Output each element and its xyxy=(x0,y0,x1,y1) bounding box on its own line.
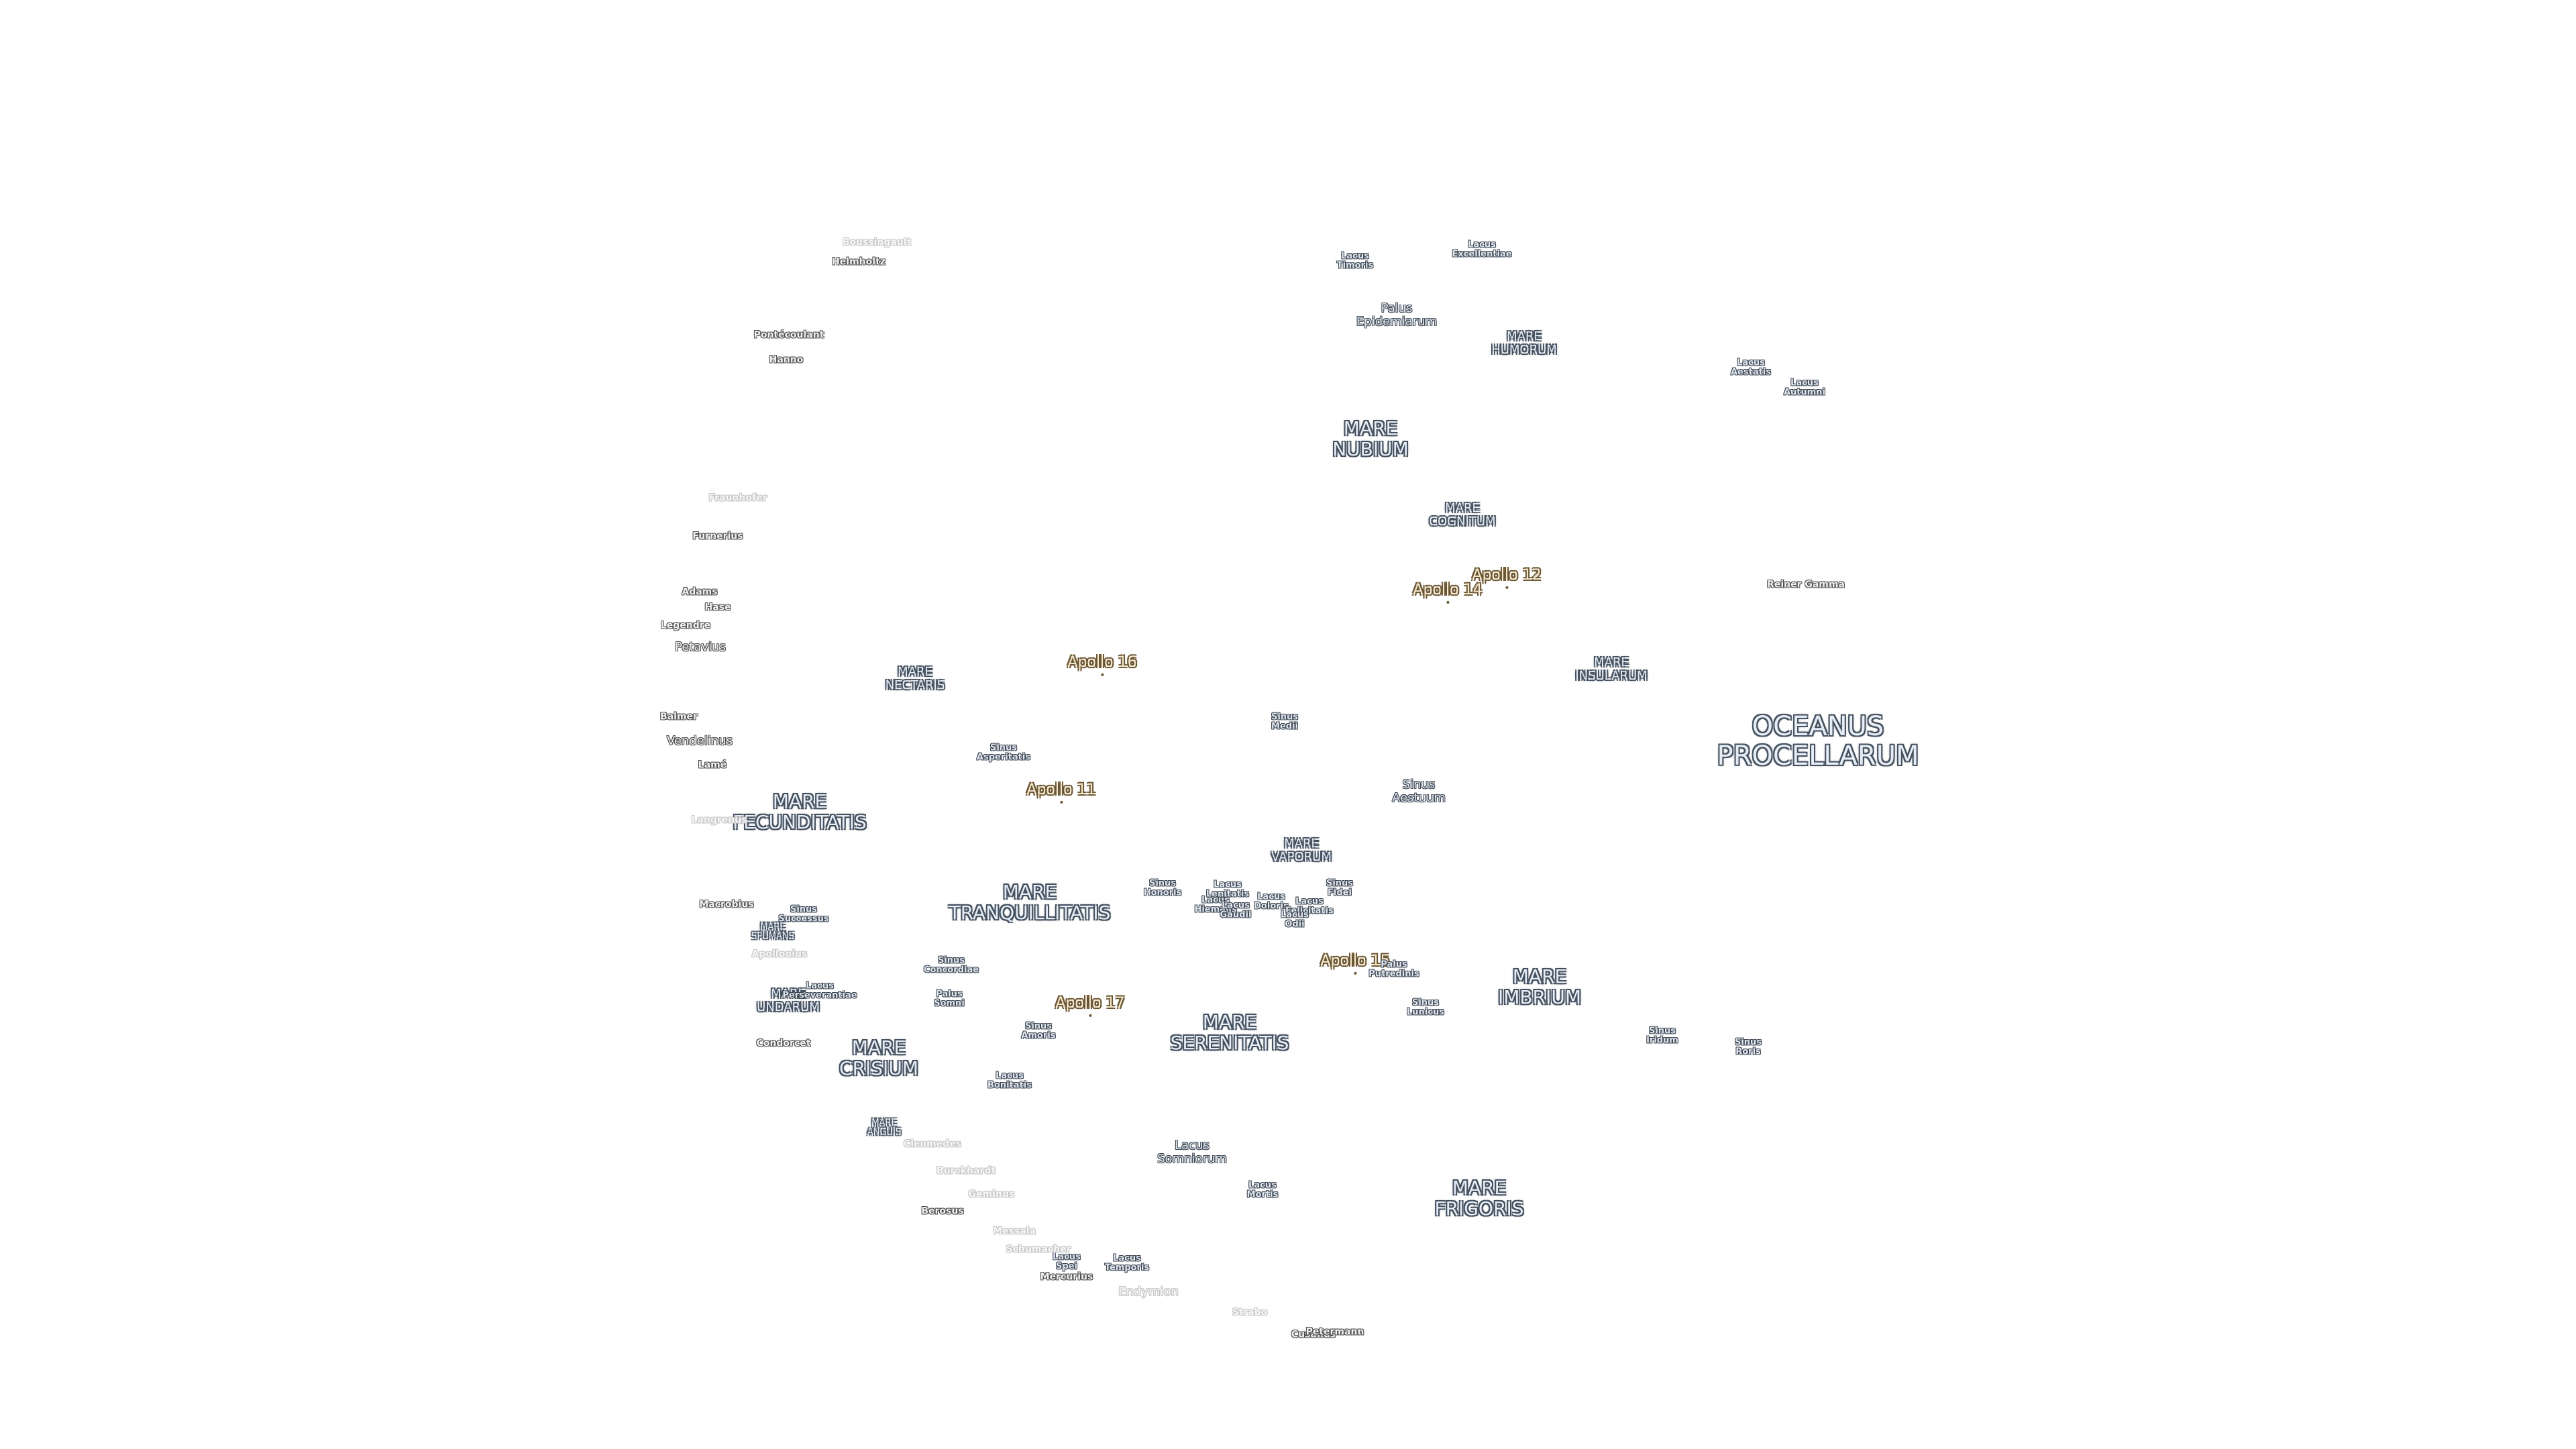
label-palus-putredinis: Palus Putredinis xyxy=(1368,959,1419,979)
label-sinus-iridum: Sinus Iridum xyxy=(1646,1026,1678,1046)
label-reiner-gamma: Reiner Gamma xyxy=(1767,579,1845,590)
label-mare-crisium: MARE CRISIUM xyxy=(839,1036,918,1079)
label-lacus-lenitatis: Lacus Lenitatis xyxy=(1205,879,1250,900)
label-apollo-15: Apollo 15 xyxy=(1320,952,1390,975)
label-lacus-odii: Lacus Odii xyxy=(1281,910,1309,930)
label-mare-spumans: MARE SPUMANS xyxy=(751,922,794,942)
label-legendre: Legendre xyxy=(660,620,711,631)
label-lacus-mortis: Lacus Mortis xyxy=(1246,1180,1279,1200)
label-apollonius: Apollonius xyxy=(751,949,808,960)
label-apollo-16: Apollo 16 xyxy=(1067,653,1137,677)
label-mare-humorum: MARE HUMORUM xyxy=(1491,329,1557,357)
label-mare-frigoris: MARE FRIGORIS xyxy=(1434,1177,1524,1220)
label-mare-vaporum: MARE VAPORUM xyxy=(1271,837,1332,864)
label-messala: Messala xyxy=(993,1226,1036,1237)
label-lacus-timoris: Lacus Timoris xyxy=(1336,251,1374,271)
label-berosus: Berosus xyxy=(921,1205,964,1217)
label-helmholtz: Helmholtz xyxy=(832,256,885,268)
label-apollo-12: Apollo 12 xyxy=(1472,566,1542,590)
label-mare-insularum: MARE INSULARUM xyxy=(1575,655,1648,683)
label-mare-fecunditatis: MARE FECUNDITATIS xyxy=(733,790,867,833)
label-sinus-honoris: Sinus Honoris xyxy=(1143,878,1182,898)
label-petavius: Petavius xyxy=(675,640,726,655)
label-petermann: Petermann xyxy=(1305,1326,1364,1338)
label-sinus-concordiae: Sinus Concordiae xyxy=(923,955,979,975)
label-mare-tranquillitatis: MARE TRANQUILLITATIS xyxy=(949,881,1111,924)
label-sinus-fidei: Sinus Fidei xyxy=(1326,878,1354,898)
label-lacus-temporis: Lacus Temporis xyxy=(1104,1253,1150,1273)
label-mare-imbrium: MARE IMBRIUM xyxy=(1498,965,1581,1008)
label-sinus-roris: Sinus Roris xyxy=(1734,1037,1762,1057)
label-hase: Hase xyxy=(704,602,731,613)
label-sinus-aestuum: Sinus Aestuum xyxy=(1392,777,1446,805)
label-furnerius: Furnerius xyxy=(692,531,743,542)
label-apollo-17: Apollo 17 xyxy=(1055,994,1125,1018)
label-lacus-doloris: Lacus Doloris xyxy=(1254,892,1289,912)
label-sinus-medii: Sinus Medii xyxy=(1271,712,1299,732)
label-burckhardt: Burckhardt xyxy=(936,1165,996,1177)
label-lacus-spei: Lacus Spei xyxy=(1053,1252,1081,1272)
label-strabo: Strabo xyxy=(1232,1307,1268,1318)
label-mare-undarum: MARE UNDARUM xyxy=(757,987,820,1014)
label-balmer: Balmer xyxy=(660,711,698,722)
label-apollo-14: Apollo 14 xyxy=(1413,581,1483,604)
label-sinus-asperitatis: Sinus Asperitatis xyxy=(976,743,1031,763)
label-endymion: Endymion xyxy=(1118,1285,1179,1299)
label-hanno: Hanno xyxy=(769,354,804,366)
label-lame: Lamé xyxy=(698,759,727,771)
label-mercurius: Mercurius xyxy=(1040,1271,1093,1283)
label-lacus-aestatis: Lacus Aestatis xyxy=(1730,358,1772,378)
label-lacus-gaudii: Lacus Gaudii xyxy=(1220,900,1252,920)
label-oceanus-procellarum: OCEANUS PROCELLARUM xyxy=(1717,711,1919,771)
label-lacus-somniorum: Lacus Somniorum xyxy=(1157,1138,1227,1166)
label-mare-anguis: MARE ANGUIS xyxy=(867,1118,902,1138)
label-langrenus: Langrenus xyxy=(691,814,747,826)
label-adams: Adams xyxy=(682,586,718,598)
label-fraunhofer: Fraunhofer xyxy=(708,492,767,504)
label-boussingault: Boussingault xyxy=(842,237,912,248)
label-lacus-felicitatis: Lacus Felicitatis xyxy=(1285,896,1334,916)
label-vendelinus: Vendelinus xyxy=(666,734,733,749)
label-cleomedes: Cleomedes xyxy=(903,1138,962,1150)
label-cusanus: Cusanus xyxy=(1291,1329,1336,1340)
label-sinus-lunicus: Sinus Lunicus xyxy=(1407,998,1444,1018)
label-lacus-excellentiae: Lacus Excellentiae xyxy=(1452,239,1512,260)
label-palus-somni: Palus Somni xyxy=(934,989,965,1009)
label-apollo-11: Apollo 11 xyxy=(1026,781,1096,804)
label-lacus-bonitatis: Lacus Bonitatis xyxy=(987,1071,1032,1091)
label-lacus-autumni: Lacus Autumni xyxy=(1783,378,1826,398)
label-condorcet: Condorcet xyxy=(756,1038,811,1049)
label-lacus-hiemalis: Lacus Hiemalis xyxy=(1194,895,1237,915)
label-lacus-perseverantiae: Lacus Perseverantiae xyxy=(782,981,857,1001)
label-schumacher: Schumacher xyxy=(1006,1244,1071,1255)
label-sinus-successus: Sinus Successus xyxy=(778,904,829,924)
label-sinus-amoris: Sinus Amoris xyxy=(1021,1021,1056,1041)
label-mare-nubium: MARE NUBIUM xyxy=(1332,417,1409,460)
label-mare-nectaris: MARE NECTARIS xyxy=(885,665,945,692)
label-macrobius: Macrobius xyxy=(699,899,754,910)
label-pontecoulant: Pontécoulant xyxy=(753,329,824,341)
label-mare-cognitum: MARE COGNITUM xyxy=(1429,501,1496,529)
label-palus-epidemiarum: Palus Epidemiarum xyxy=(1356,301,1438,329)
label-geminus: Geminus xyxy=(968,1189,1015,1200)
label-mare-serenitatis: MARE SERENITATIS xyxy=(1170,1011,1289,1054)
